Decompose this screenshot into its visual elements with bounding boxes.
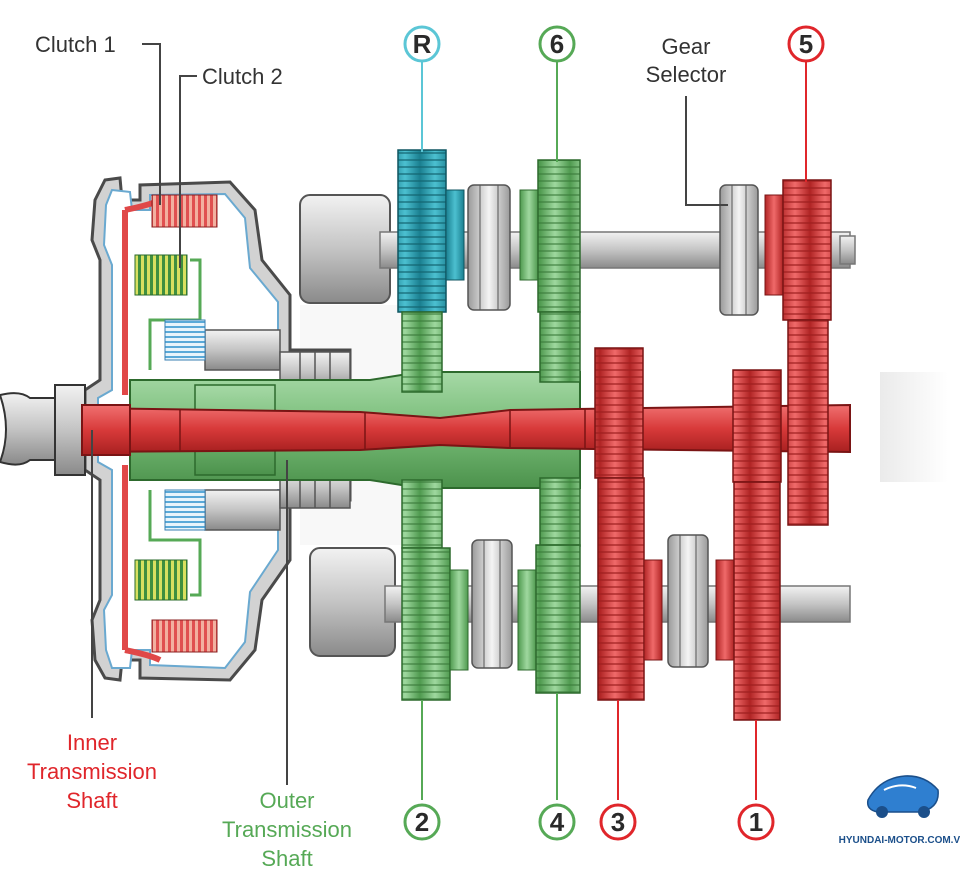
synchronizer-upper-1 — [467, 184, 511, 311]
inner-shaft-label-line2: Transmission — [27, 759, 157, 784]
outer-shaft-label-line2: Transmission — [222, 817, 352, 842]
fifth-gear — [764, 179, 832, 526]
reverse-gear — [397, 149, 465, 313]
gear-badge-1: 1 — [737, 803, 775, 841]
gear-selector-label-line2: Selector — [646, 62, 727, 87]
watermark-text: HYUNDAI-MOTOR.COM.VN — [839, 835, 960, 846]
synchronizer-lower-2 — [667, 534, 709, 668]
gear-selector — [719, 184, 759, 316]
inner-shaft-gear-1 — [732, 369, 782, 483]
clutch-1-label: Clutch 1 — [35, 32, 116, 57]
inner-shaft-label-line1: Inner — [67, 730, 117, 755]
outer-shaft-gear-4-6 — [539, 311, 581, 547]
sixth-gear — [519, 159, 581, 313]
gear-number-lines — [421, 62, 807, 800]
clutch-springs — [164, 319, 206, 531]
gear-badge-4-text: 4 — [550, 807, 565, 837]
fourth-gear — [517, 544, 581, 694]
outer-shaft-gear-2 — [401, 479, 443, 549]
gear-badge-1-text: 1 — [749, 807, 763, 837]
gear-badge-6: 6 — [538, 25, 576, 63]
gear-selector-label-line1: Gear — [662, 34, 711, 59]
clutch-2-label: Clutch 2 — [202, 64, 283, 89]
gear-badge-6-text: 6 — [550, 29, 564, 59]
outer-shaft-label-line1: Outer — [259, 788, 314, 813]
gear-badge-3: 3 — [599, 803, 637, 841]
gear-badge-reverse: R — [403, 25, 441, 63]
third-gear — [597, 477, 663, 701]
second-gear — [401, 547, 469, 701]
outer-shaft-label-line3: Shaft — [261, 846, 312, 871]
inner-shaft-label-line3: Shaft — [66, 788, 117, 813]
engine-input-shaft — [0, 384, 86, 476]
gear-badge-2-text: 2 — [415, 807, 429, 837]
gear-badge-5: 5 — [787, 25, 825, 63]
gear-badge-reverse-text: R — [413, 29, 432, 59]
reverse-idler-gear — [401, 311, 443, 393]
clutch-2-plates — [134, 254, 202, 601]
inner-transmission-shaft — [81, 403, 851, 456]
first-gear — [715, 481, 781, 721]
clutch-1-plates — [151, 194, 218, 653]
inner-shaft-gear-3 — [594, 347, 644, 479]
gear-badge-5-text: 5 — [799, 29, 813, 59]
gear-badge-2: 2 — [403, 803, 441, 841]
gear-badge-4: 4 — [538, 803, 576, 841]
gear-badge-3-text: 3 — [611, 807, 625, 837]
synchronizer-lower-1 — [471, 539, 513, 669]
watermark-logo: HYUNDAI-MOTOR.COM.VN — [839, 775, 960, 846]
leader-lines — [91, 43, 728, 785]
